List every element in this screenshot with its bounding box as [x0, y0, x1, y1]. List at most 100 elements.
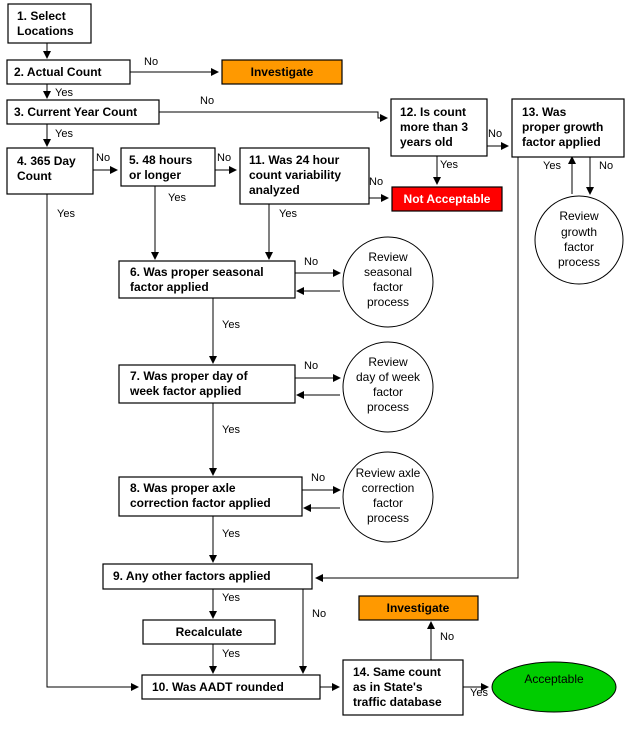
label-yes: Yes [55, 128, 73, 140]
node-text: 4. 365 Day [17, 154, 76, 168]
node-text: 14. Same count [353, 665, 441, 679]
node-text: factor [373, 280, 403, 294]
node-text: 8. Was proper axle [130, 481, 236, 495]
label-no: No [304, 256, 318, 268]
node-text: factor applied [130, 280, 209, 294]
node-text: process [367, 295, 409, 309]
node-text: 10. Was AADT rounded [152, 680, 284, 694]
label-yes: Yes [222, 319, 240, 331]
node-text: 2. Actual Count [14, 65, 102, 79]
node-text: or longer [129, 168, 181, 182]
label-yes: Yes [222, 528, 240, 540]
node-48-hours: 5. 48 hours or longer [120, 147, 216, 187]
node-text: 6. Was proper seasonal [130, 265, 264, 279]
connectors [43, 43, 594, 691]
node-recalculate: Recalculate [142, 619, 276, 645]
label-yes: Yes [440, 159, 458, 171]
label-yes: Yes [222, 648, 240, 660]
node-text: Locations [17, 24, 74, 38]
label-no: No [200, 95, 214, 107]
node-axle-correction: 8. Was proper axle correction factor app… [118, 476, 303, 517]
label-yes: Yes [279, 208, 297, 220]
label-no: No [217, 152, 231, 164]
node-text: Review [368, 355, 408, 369]
label-yes: Yes [57, 208, 75, 220]
node-text: factor [564, 240, 594, 254]
node-text: 11. Was 24 hour [249, 153, 340, 167]
node-text: process [367, 400, 409, 414]
label-no: No [488, 128, 502, 140]
node-text: analyzed [249, 183, 300, 197]
node-review-seasonal: Review seasonal factor process [342, 236, 434, 328]
label-yes: Yes [470, 687, 488, 699]
node-count-more-than-3: 12. Is count more than 3 years old [390, 98, 488, 157]
node-text: Review [368, 250, 408, 264]
node-text: growth [561, 225, 597, 239]
node-text: 3. Current Year Count [14, 105, 137, 119]
label-no: No [369, 176, 383, 188]
label-yes: Yes [55, 87, 73, 99]
node-text: Investigate [387, 601, 450, 615]
node-same-count: 14. Same count as in State's traffic dat… [342, 659, 464, 716]
node-text: as in State's [353, 680, 423, 694]
edge-4-10 [46, 194, 139, 691]
node-text: factor [373, 496, 403, 510]
node-text: 1. Select [17, 9, 66, 23]
node-text: Review axle [356, 466, 421, 480]
edge-13-9 [315, 157, 519, 582]
node-text: Acceptable [524, 672, 584, 686]
node-day-of-week-factor: 7. Was proper day of week factor applied [118, 364, 296, 404]
label-no: No [599, 160, 613, 172]
node-text: proper growth [522, 120, 603, 134]
edge-3-12 [159, 111, 388, 122]
node-text: Recalculate [176, 625, 243, 639]
node-text: process [558, 255, 600, 269]
node-text: seasonal [364, 265, 412, 279]
node-text: factor applied [522, 135, 601, 149]
node-growth-factor: 13. Was proper growth factor applied [511, 98, 625, 158]
label-yes: Yes [543, 160, 561, 172]
node-actual-count: 2. Actual Count [6, 59, 131, 85]
node-text: 7. Was proper day of [130, 369, 249, 383]
node-review-day-of-week: Review day of week factor process [342, 341, 434, 433]
node-select-locations: 1. Select Locations [7, 3, 92, 44]
label-no: No [144, 56, 158, 68]
node-text: years old [400, 135, 453, 149]
node-text: Review [559, 209, 599, 223]
label-yes: Yes [222, 424, 240, 436]
node-text: week factor applied [129, 384, 241, 398]
node-not-acceptable: Not Acceptable [391, 186, 503, 212]
edge-labels: No Yes No Yes No Yes Yes No No No No Yes… [55, 56, 613, 699]
node-text: Not Acceptable [404, 192, 491, 206]
node-review-axle: Review axle correction factor process [342, 451, 434, 543]
node-text: traffic database [353, 695, 442, 709]
node-other-factors: 9. Any other factors applied [102, 563, 313, 590]
node-investigate-2: Investigate [358, 595, 479, 621]
node-text: more than 3 [400, 120, 468, 134]
node-text: 13. Was [522, 105, 567, 119]
node-text: 9. Any other factors applied [113, 569, 271, 583]
node-24-hour-variability: 11. Was 24 hour count variability analyz… [239, 147, 370, 205]
node-text: 12. Is count [400, 105, 466, 119]
node-365-day-count: 4. 365 Day Count [6, 147, 94, 195]
label-yes: Yes [222, 592, 240, 604]
node-text: Investigate [251, 65, 314, 79]
node-aadt-rounded: 10. Was AADT rounded [141, 674, 321, 700]
label-no: No [440, 631, 454, 643]
node-text: factor [373, 385, 403, 399]
label-yes: Yes [168, 192, 186, 204]
node-text: correction [362, 481, 415, 495]
label-no: No [312, 608, 326, 620]
node-text: 5. 48 hours [129, 153, 193, 167]
label-no: No [311, 472, 325, 484]
node-review-growth: Review growth factor process [534, 195, 624, 285]
node-text: day of week [356, 370, 421, 384]
node-current-year-count: 3. Current Year Count [6, 99, 160, 125]
node-text: count variability [249, 168, 341, 182]
label-no: No [304, 360, 318, 372]
label-no: No [96, 152, 110, 164]
node-text: process [367, 511, 409, 525]
node-seasonal-factor: 6. Was proper seasonal factor applied [118, 260, 296, 299]
node-text: Count [17, 169, 52, 183]
